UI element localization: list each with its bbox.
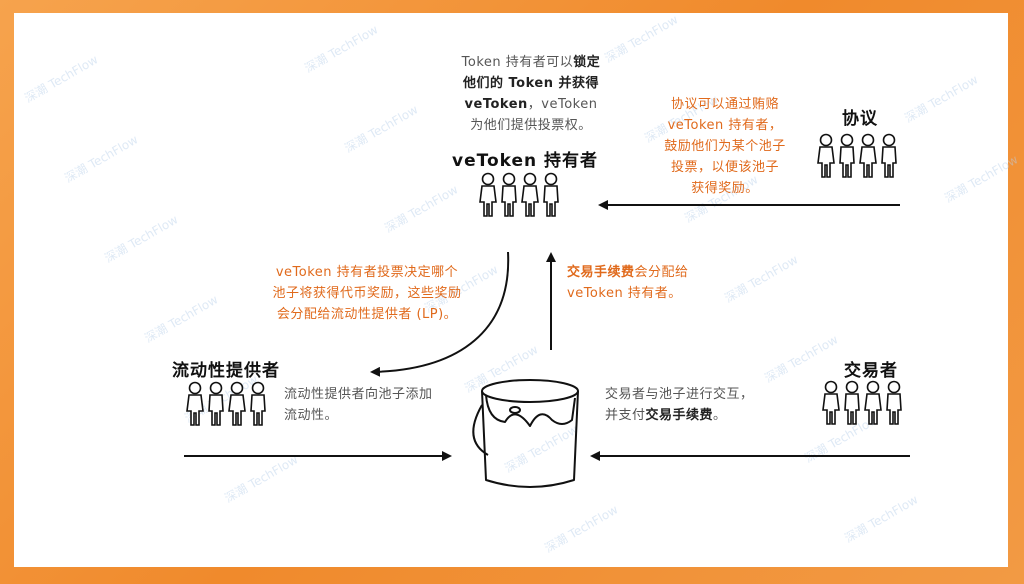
traders-description: 交易者与池子进行交互， 并支付交易手续费。 — [605, 384, 754, 426]
desc-bold: 交易手续费 — [645, 408, 714, 423]
person-icon — [881, 133, 897, 178]
desc-line: 流动性。 — [284, 408, 339, 423]
person-icon — [521, 172, 539, 217]
desc-line: veToken 持有者投票决定哪个 — [275, 265, 459, 280]
group-of-people-icon — [186, 381, 266, 426]
person-icon — [886, 380, 902, 425]
person-icon — [250, 381, 266, 426]
person-icon — [186, 381, 204, 426]
group-of-people-icon — [817, 133, 897, 178]
desc-line: 。 — [713, 408, 727, 423]
desc-line: 投票，以便该池子 — [670, 160, 779, 175]
vetoken-holders-description: Token 持有者可以锁定 他们的 Token 并获得 veToken，veTo… — [436, 52, 626, 136]
person-icon — [822, 380, 840, 425]
desc-line: 会分配给流动性提供者 (LP)。 — [276, 307, 458, 322]
person-icon — [501, 172, 517, 217]
person-icon — [839, 133, 855, 178]
person-icon — [859, 133, 877, 178]
desc-line: 鼓励他们为某个池子 — [664, 139, 786, 154]
diagram-canvas — [14, 13, 1008, 567]
person-icon — [208, 381, 224, 426]
desc-line: 并支付 — [605, 408, 646, 423]
desc-line: veToken 持有者， — [667, 118, 783, 133]
fees-rest: 会分配给 — [634, 265, 689, 280]
person-icon — [479, 172, 497, 217]
vote-note: veToken 持有者投票决定哪个 池子将获得代币奖励，这些奖励 会分配给流动性… — [252, 262, 482, 325]
fees-line2: veToken 持有者。 — [567, 286, 682, 301]
desc-line: 池子将获得代币奖励，这些奖励 — [272, 286, 462, 301]
group-of-people-icon — [479, 172, 559, 217]
lp-description: 流动性提供者向池子添加 流动性。 — [284, 384, 433, 426]
person-icon — [864, 380, 882, 425]
traders-title: 交易者 — [844, 361, 898, 381]
protocol-description: 协议可以通过贿赂 veToken 持有者， 鼓励他们为某个池子 投票，以便该池子… — [640, 94, 810, 199]
fees-bold: 交易手续费 — [567, 265, 635, 280]
desc-line: 他们的 Token 并获得 — [463, 76, 599, 91]
desc-line: 流动性提供者向池子添加 — [284, 387, 433, 402]
desc-line: 为他们提供投票权。 — [470, 118, 592, 133]
person-icon — [844, 380, 860, 425]
person-icon — [228, 381, 246, 426]
desc-line: 获得奖励。 — [691, 181, 759, 196]
desc-line: 交易者与池子进行交互， — [605, 387, 754, 402]
desc-bold: 锁定 — [573, 55, 601, 70]
desc-line: ，veToken — [527, 97, 598, 112]
fees-note: 交易手续费会分配给 veToken 持有者。 — [567, 262, 689, 304]
person-icon — [543, 172, 559, 217]
paint-bucket-pool-icon — [472, 379, 579, 488]
vote-curve-arrow — [370, 251, 510, 377]
desc-line: 协议可以通过贿赂 — [670, 97, 779, 112]
protocol-title: 协议 — [842, 109, 878, 129]
group-of-people-icon — [822, 380, 902, 425]
vetoken-holders-title: veToken 持有者 — [452, 151, 599, 171]
desc-line: Token 持有者可以 — [461, 55, 574, 70]
person-icon — [817, 133, 835, 178]
desc-bold: veToken — [464, 97, 528, 112]
lp-title: 流动性提供者 — [172, 361, 280, 381]
